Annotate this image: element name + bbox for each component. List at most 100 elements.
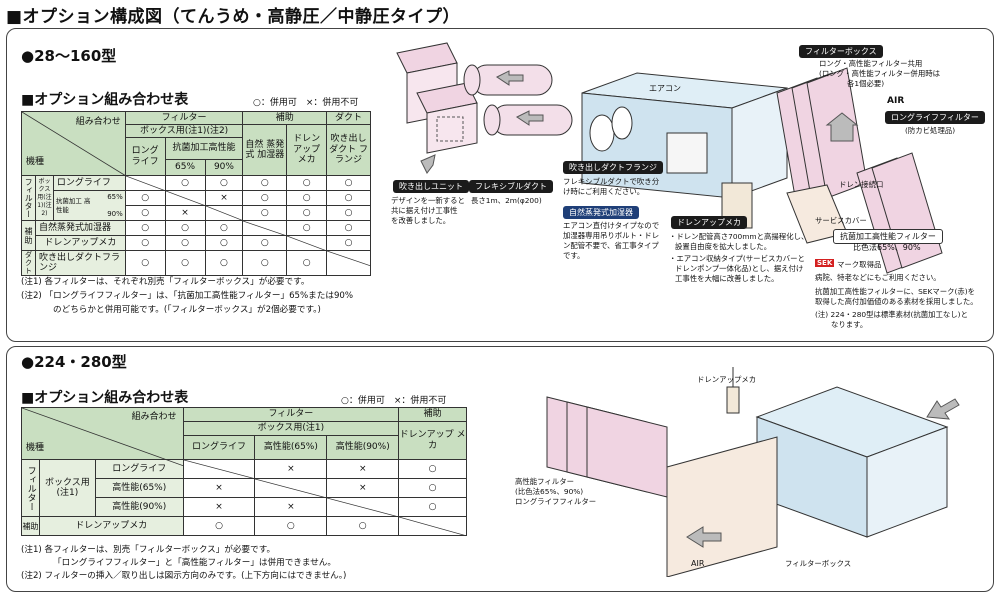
note-2: (注2) フィルターの挿入／取り出しは図示方向のみです。(上下方向にはできません… — [21, 571, 347, 581]
air-label: AIR — [691, 559, 705, 568]
table-cell: ○ — [398, 459, 467, 479]
table-cell: ○ — [286, 190, 328, 206]
table-cell: ○ — [182, 516, 256, 536]
table-cell: × — [254, 497, 328, 517]
group-box: ボックス用(注1)(注2) — [34, 175, 54, 221]
row-label-drain: ドレンアップメカ — [38, 516, 184, 536]
cell-slash — [327, 251, 372, 266]
diagonal-cell — [286, 235, 328, 251]
group-duct: ダクト — [21, 249, 36, 277]
table-cell: × — [164, 205, 206, 221]
cell-slash — [165, 191, 206, 206]
hp90-header: 高性能(90%) — [326, 435, 400, 460]
table-cell: × — [182, 497, 256, 517]
filter-box-desc-2: (ロング・高性能フィルター併用時は — [819, 69, 940, 78]
humidifier-desc-3: ン配管不要で、省工事タイプ — [563, 241, 659, 250]
humidifier-desc-1: エアコン直付けタイプなので — [563, 221, 660, 230]
sek-mark-badge: SEK — [815, 259, 835, 267]
drain-header: ドレンアップ メカ — [398, 421, 467, 460]
flex-duct-desc: 長さ1m、2m(φ200) — [471, 196, 542, 205]
table-cell: ○ — [242, 190, 288, 206]
box-header: ボックス用(注1)(注2) — [124, 124, 244, 138]
table-cell: ○ — [286, 205, 328, 221]
row-label-antibac: 抗菌加工 高性能 65% 90% — [52, 190, 126, 221]
table-cell: ○ — [204, 249, 244, 277]
drain-mecha-label: ドレンアップメカ — [697, 375, 757, 384]
row-label-90: 高性能(90%) — [94, 497, 184, 517]
hojo-header: 補助 — [242, 111, 328, 125]
legend: ○：併用可 ×：併用不可 — [341, 396, 447, 406]
flange-header: 吹き出し ダクト フランジ — [326, 124, 371, 176]
filter-panels-drawing-2 — [546, 396, 668, 498]
cell-slash — [183, 460, 256, 479]
humidifier-desc-2: 加湿器専用吊りボルト・ドレ — [563, 231, 660, 240]
longlife-filter-callout: ロングライフフィルター — [885, 111, 985, 124]
drain-desc-1: ・ドレン配管高さ700mmと高揚程化し、 — [669, 232, 809, 241]
filter-box-desc-1: ロング・高性能フィルター共用 — [819, 59, 923, 68]
table-title: ■オプション組み合わせ表 — [21, 92, 189, 108]
model-heading: ●224・280型 — [21, 353, 127, 371]
option-table-1: 組み合わせ 機種 フィルター 補助 ダクト ボックス用(注1)(注2) 自然 蒸… — [21, 111, 372, 277]
row-label-flange: 吹き出しダクトフランジ — [34, 249, 126, 277]
table-cell: ○ — [124, 249, 166, 277]
group-hojo: 補助 — [21, 220, 36, 251]
table-cell: ○ — [124, 205, 166, 221]
flange-desc-2: け時にご利用ください。 — [563, 187, 645, 196]
air-arrow-icon — [516, 110, 544, 126]
antibac-header: 抗菌加工高性能 — [164, 137, 244, 160]
table-cell: ○ — [326, 205, 371, 221]
combo-label: 組み合わせ — [131, 412, 177, 422]
hojo-header: 補助 — [398, 407, 467, 422]
table-cell: ○ — [242, 175, 288, 191]
sek-desc-5: なります。 — [831, 320, 868, 329]
flange-desc-1: フレキシブルダクトで吹き分 — [563, 177, 660, 186]
table-cell: × — [182, 478, 256, 498]
group-filter: フィルター — [21, 459, 40, 517]
note-2b: のどちらかと併用可能です。(「フィルターボックス」が2個必要です。) — [53, 305, 321, 315]
table-cell: ○ — [242, 249, 288, 277]
humidifier-header: 自然 蒸発式 加湿器 — [242, 124, 288, 176]
table-cell: ○ — [326, 235, 371, 251]
flex-duct-callout: フレキシブルダクト — [469, 180, 553, 193]
group-box: ボックス用 (注1) — [38, 459, 96, 517]
corner-diagonal — [22, 112, 126, 176]
table-cell: ○ — [124, 235, 166, 251]
table-cell: ○ — [242, 235, 288, 251]
cell-slash — [125, 176, 166, 191]
drain-header: ドレン アップ メカ — [286, 124, 328, 176]
longlife-header: ロングライフ — [182, 435, 256, 460]
table-cell: ○ — [326, 516, 400, 536]
diagonal-cell — [182, 459, 256, 479]
row-label-65: 高性能(65%) — [94, 478, 184, 498]
combo-label: 組み合わせ — [75, 117, 121, 127]
antibac-filter-callout: 抗菌加工高性能フィルター — [833, 229, 943, 244]
note-1: (注1) 各フィルターは、それぞれ別売「フィルターボックス」が必要です。 — [21, 277, 310, 287]
drain-desc-3: ・エアコン収納タイプ(サービスカバーと — [669, 254, 805, 263]
cell-slash — [327, 498, 400, 517]
hp-filter-label-1: 高性能フィルター — [515, 477, 574, 486]
table-cell: ○ — [326, 190, 371, 206]
outlet-unit-callout: 吹き出しユニット — [393, 180, 469, 193]
sek-desc-1: 病院、特老などにもご利用ください。 — [815, 273, 941, 282]
sek-desc-2: 抗菌加工高性能フィルターに、SEKマーク(赤)を — [815, 287, 976, 296]
air-arrow-icon — [825, 112, 859, 142]
antibac-label: 抗菌加工 高性能 — [55, 196, 91, 214]
table-cell: ○ — [254, 516, 328, 536]
drain-desc-4: ドレンポンプ一体化品)とし、据え付け — [675, 264, 804, 273]
aircon-drawing-2 — [755, 386, 949, 538]
air-label: AIR — [887, 96, 905, 106]
diagonal-cell — [326, 497, 400, 517]
row-label-90: 90% — [107, 209, 123, 218]
cell-slash — [243, 221, 288, 236]
drain-mecha-drawing — [726, 386, 740, 414]
model-heading: ●28～160型 — [21, 47, 117, 65]
drain-desc-2: 設置自由度を拡大しました。 — [675, 242, 772, 251]
longlife-header: ロング ライフ — [124, 137, 166, 176]
filter-box-desc-3: 各1個必要) — [847, 79, 885, 88]
diagonal-cell — [254, 478, 328, 498]
row-label-long: ロングライフ — [94, 459, 184, 479]
diagonal-cell — [204, 205, 244, 221]
longlife-filter-label: ロングライフフィルター — [515, 497, 597, 506]
sek-desc-4: (注) 224・280型は標準素材(抗菌加工なし)と — [815, 310, 968, 319]
table-cell: ○ — [204, 220, 244, 236]
